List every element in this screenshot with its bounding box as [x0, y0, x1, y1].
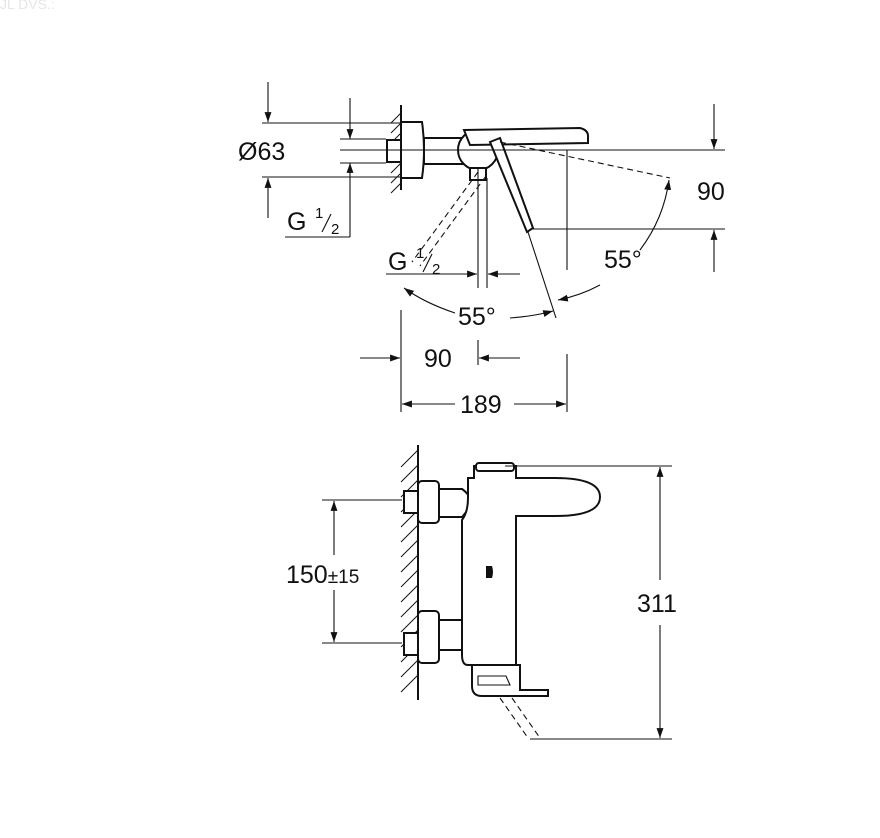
diverter-detail: [477, 675, 511, 686]
inlet-nipple-lower: [403, 632, 419, 656]
thread-side-numerator: 1: [315, 205, 323, 222]
angle-label-bottom: 55°: [458, 303, 496, 331]
header-fragment: JL DVS.:: [0, 0, 55, 12]
lever-extension-line: [527, 231, 557, 319]
inlet-nipple-top: [386, 139, 402, 163]
dim-label-width-90: 90: [424, 345, 452, 373]
front-view: 150±15 311: [286, 445, 677, 740]
spout-ghost-line: [499, 141, 671, 179]
lever-top: [488, 136, 535, 234]
mixer-body-front: [461, 465, 602, 666]
angle-label-right: 55°: [604, 246, 642, 274]
dim-label-height-90: 90: [697, 178, 725, 206]
thread-side-g: G: [287, 208, 306, 236]
angle-arc-right-upper: [639, 179, 672, 251]
dim-label-spacing: 150±15: [286, 561, 359, 589]
dim-label-width-189: 189: [460, 391, 502, 419]
lever-ghost-line-2: [419, 175, 487, 267]
angle-arc-bottom-left: [403, 287, 456, 314]
thread-side-slash: [321, 213, 332, 233]
spout-top: [462, 126, 589, 147]
angle-arc-right-lower: [557, 284, 601, 302]
angle-arc-bottom-right: [509, 310, 554, 319]
diverter-front: [471, 664, 549, 697]
lever-ghost-line-1: [411, 171, 479, 263]
thread-bottom-g: G: [388, 248, 407, 276]
diverter-ghost-2: [511, 697, 541, 739]
inlet-nipple-upper: [403, 490, 419, 514]
top-cap-front: [475, 462, 515, 472]
dim-label-diameter: Ø63: [238, 138, 285, 166]
escutcheon-upper: [417, 480, 440, 524]
thread-bottom-denominator: 2: [432, 261, 440, 278]
thread-bottom-slash: [422, 253, 433, 273]
diverter-ghost-1: [499, 697, 529, 739]
top-view: Ø63 G 1 2 G 1 2 90 55° 55°: [238, 82, 725, 419]
escutcheon-lower: [417, 610, 440, 664]
logo-mark: [486, 566, 493, 578]
thread-bottom-numerator: 1: [416, 245, 424, 262]
thread-side-denominator: 2: [331, 221, 339, 238]
dim-label-height-311: 311: [637, 590, 677, 618]
